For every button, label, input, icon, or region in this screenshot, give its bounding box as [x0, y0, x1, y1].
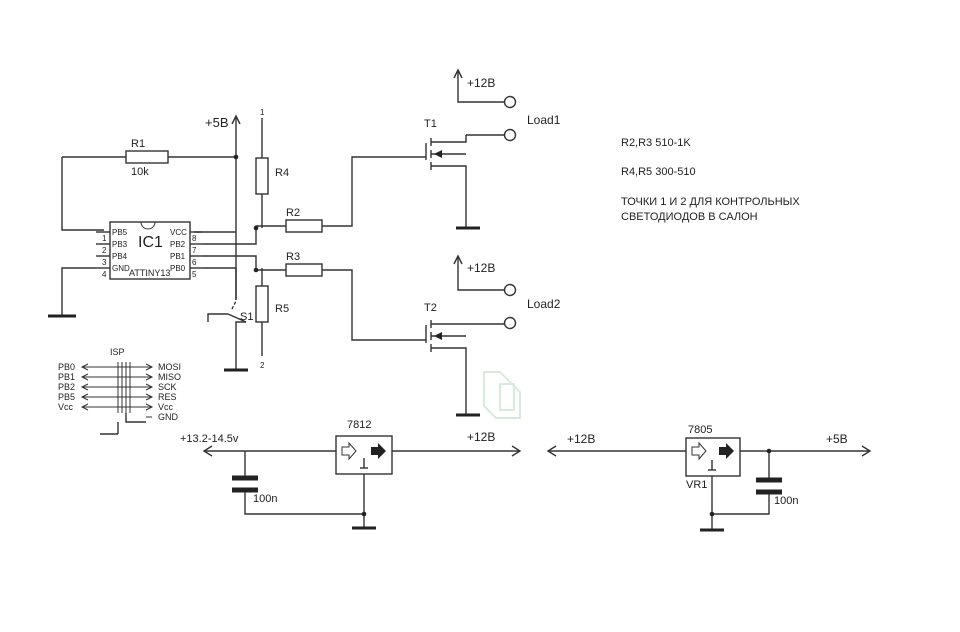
isp-arrow-right	[145, 403, 154, 411]
mosfet-t2: T2 Load2	[424, 297, 561, 417]
ic-pin-num-5: 5	[192, 270, 197, 279]
ic-pin-num-7: 7	[192, 246, 197, 255]
note-line-1: R2,R3 510-1K	[621, 137, 691, 149]
ic1-attiny13: IC1 ATTINY13 PB5 PB3 PB4 GND VCC PB2 PB1…	[96, 221, 202, 280]
isp-arrow-right	[145, 393, 154, 401]
notes: R2,R3 510-1K R4,R5 300-510 ТОЧКИ 1 И 2 Д…	[621, 137, 800, 223]
isp-right-label: MOSI	[158, 362, 181, 372]
reg2-input: +12В	[567, 432, 595, 446]
plus12-mid: +12В	[453, 254, 517, 297]
note-line-2: R4,R5 300-510	[621, 166, 696, 178]
reg1-name: 7812	[347, 419, 371, 431]
plus12-top: +12В	[453, 68, 517, 109]
note-line-4: СВЕТОДИОДОВ В САЛОН	[621, 211, 758, 223]
ic-pin-num-3: 3	[102, 258, 107, 267]
r5-label: R5	[275, 303, 289, 315]
isp-left-label: PB2	[58, 382, 75, 392]
isp-left-label: Vcc	[58, 402, 74, 412]
plus12-top-label: +12В	[467, 76, 495, 90]
r1-value: 10k	[131, 166, 149, 178]
isp-title: ISP	[110, 347, 125, 357]
isp-right-label: GND	[158, 412, 179, 422]
s1-label: S1	[240, 311, 253, 323]
isp-arrow-right	[145, 363, 154, 371]
divider-network: 1 R4 R5 2	[202, 108, 289, 370]
isp-arrow-left	[80, 363, 89, 371]
ic-pin-pb0: PB0	[170, 264, 186, 273]
ic-pin-num-1: 1	[102, 234, 107, 243]
resistor-r2: R2	[285, 156, 426, 233]
isp-left-label: PB5	[58, 392, 75, 402]
ic-pin-num-6: 6	[192, 258, 197, 267]
ic-pin-gnd: GND	[112, 264, 130, 273]
reg1-input: +13.2-14.5v	[180, 433, 239, 445]
resistor-r1: R1 10k	[125, 138, 169, 178]
regulator-7805: 7805 VR1 +12В +5В 100n	[546, 424, 872, 532]
pot-pin-1: 1	[260, 108, 265, 117]
isp-right-label: MISO	[158, 372, 181, 382]
isp-arrow-left	[80, 393, 89, 401]
load2-label: Load2	[527, 297, 561, 311]
load1-label: Load1	[527, 113, 561, 127]
isp-arrow-left	[80, 373, 89, 381]
isp-arrow-right	[145, 383, 154, 391]
r1-label: R1	[131, 138, 145, 150]
ic-pin-pb4: PB4	[112, 252, 128, 261]
resistor-r3: R3	[285, 251, 426, 341]
watermark-logo	[483, 371, 521, 419]
plus5-label: +5В	[205, 115, 229, 130]
reg2-output: +5В	[826, 432, 848, 446]
reg1-cap: 100n	[253, 493, 277, 505]
ic-pin-pb3: PB3	[112, 240, 128, 249]
ic-pin-num-8: 8	[192, 234, 197, 243]
r3-label: R3	[286, 251, 300, 263]
t2-label: T2	[424, 302, 437, 314]
isp-right-label: RES	[158, 392, 177, 402]
mosfet-t1: T1 Load1	[424, 113, 561, 230]
note-line-3: ТОЧКИ 1 И 2 ДЛЯ КОНТРОЛЬНЫХ	[621, 196, 800, 208]
switch-s1: S1	[202, 267, 253, 372]
isp-arrow-right	[145, 373, 154, 381]
ic-pin-num-2: 2	[102, 246, 107, 255]
reg2-name: 7805	[688, 424, 712, 436]
ic-pin-vcc: VCC	[170, 228, 187, 237]
ic1-label: IC1	[138, 234, 163, 251]
reg2-cap: 100n	[774, 495, 798, 507]
t1-label: T1	[424, 118, 437, 130]
regulator-7812: 7812 +13.2-14.5v +12В 100n	[180, 419, 522, 530]
r2-label: R2	[286, 207, 300, 219]
isp-right-label: SCK	[158, 382, 177, 392]
isp-left-label: PB0	[58, 362, 75, 372]
ic-ground	[48, 267, 96, 318]
r4-label: R4	[275, 167, 289, 179]
ic-pin-pb1: PB1	[170, 252, 186, 261]
ic-pin-pb2: PB2	[170, 240, 186, 249]
isp-left-label: PB1	[58, 372, 75, 382]
isp-arrow-left	[80, 383, 89, 391]
pot-pin-2: 2	[260, 361, 265, 370]
plus12-mid-label: +12В	[467, 261, 495, 275]
ic-pin-num-4: 4	[102, 270, 107, 279]
reg1-output: +12В	[467, 430, 495, 444]
ic-pin-pb5: PB5	[112, 228, 128, 237]
reg2-ref: VR1	[686, 479, 707, 491]
isp-arrow-left	[80, 403, 89, 411]
isp-right-label: Vcc	[158, 402, 174, 412]
ic1-part: ATTINY13	[129, 268, 170, 278]
